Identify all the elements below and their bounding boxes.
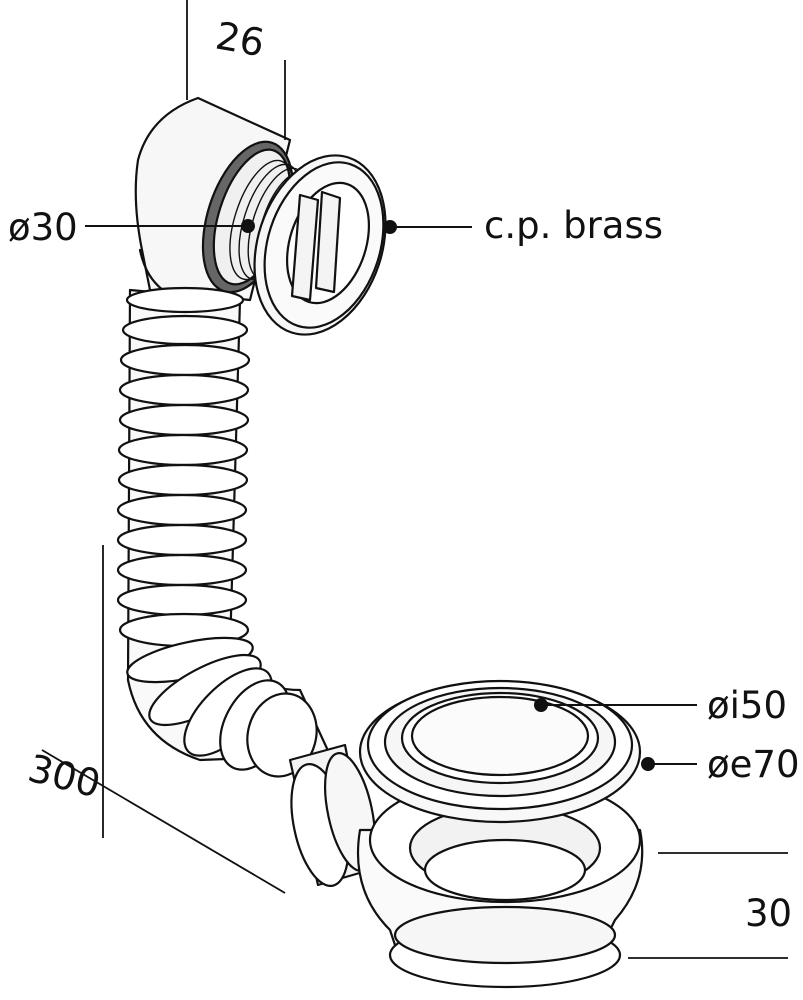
leader-dot-brass: [383, 220, 397, 234]
label-d30: ø30: [8, 206, 78, 249]
overflow-cover-plate: [253, 154, 387, 336]
label-height-30: 30: [745, 892, 793, 935]
leader-dot-de70: [641, 757, 655, 771]
label-cp-brass: c.p. brass: [484, 204, 664, 247]
label-di50: øi50: [707, 684, 787, 727]
waste-flange: [358, 679, 642, 824]
leader-dot-di50: [534, 698, 548, 712]
dim-300-diagonal-line: [41, 749, 286, 894]
dim-26-label: 26: [212, 14, 267, 66]
dim-300-label: 300: [24, 746, 105, 806]
label-de70: øe70: [707, 743, 800, 786]
leader-dot-d30: [241, 219, 255, 233]
corrugated-hose: [116, 286, 332, 778]
dimension-lines: [41, 0, 788, 959]
leader-lines: [85, 219, 697, 771]
